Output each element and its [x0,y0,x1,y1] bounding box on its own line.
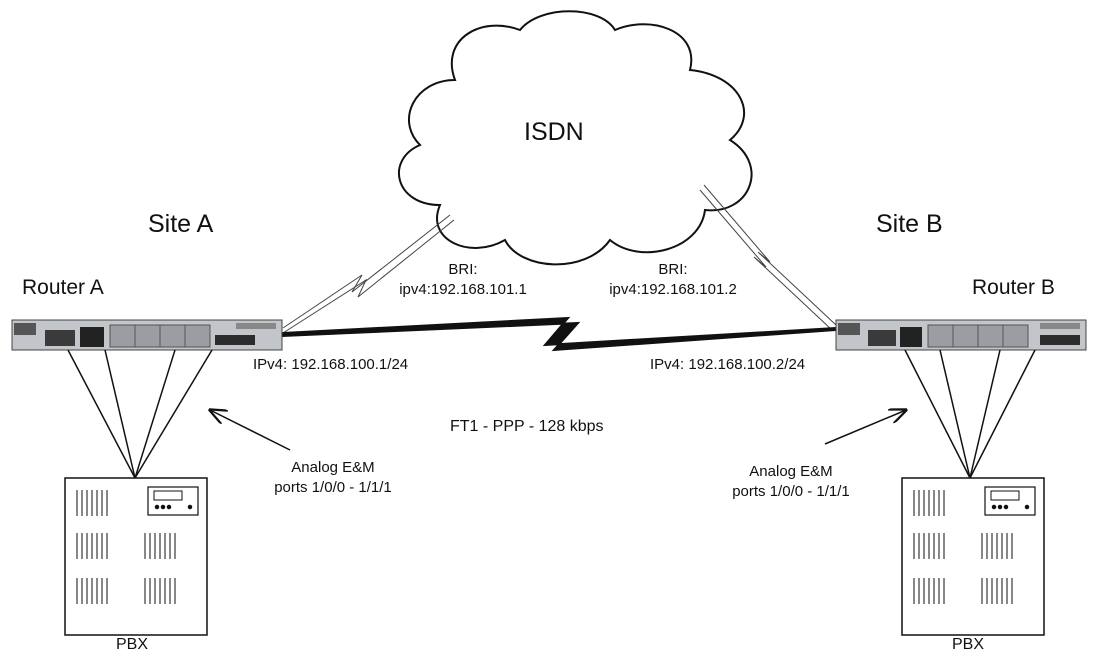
serial-ip-a: IPv4: 192.168.100.1/24 [253,356,409,373]
ports-b-block: Analog E&M ports 1/0/0 - 1/1/1 [716,462,866,502]
router-b [835,319,1087,351]
serial-ip-b: IPv4: 192.168.100.2/24 [650,356,806,373]
router-b-label: Router B [972,276,1055,299]
bri-b-ip: ipv4:192.168.101.2 [609,281,737,298]
pbx-b-connections [904,349,1036,479]
ports-a-line2: ports 1/0/0 - 1/1/1 [274,479,392,496]
pbx-b-label: PBX [952,636,985,653]
isdn-link-a [282,214,455,334]
router-a-label: Router A [22,276,104,299]
isdn-label: ISDN [524,118,584,146]
ports-a-block: Analog E&M ports 1/0/0 - 1/1/1 [258,458,408,498]
pbx-a-connections [67,349,213,479]
ports-b-line2: ports 1/0/0 - 1/1/1 [732,483,850,500]
ports-a-line1: Analog E&M [291,459,375,476]
site-a-title: Site A [148,210,214,238]
isdn-cloud [397,10,753,266]
ports-b-line1: Analog E&M [749,463,833,480]
pbx-b [901,477,1045,636]
wan-link-label: FT1 - PPP - 128 kbps [450,418,604,435]
bri-b-label: BRI: [658,261,688,278]
arrow-a [210,410,291,451]
arrow-b [824,410,906,445]
bri-b-block: BRI: ipv4:192.168.101.2 [598,260,748,300]
ft1-serial-link [282,316,838,352]
bri-a-ip: ipv4:192.168.101.1 [399,281,527,298]
bri-a-block: BRI: ipv4:192.168.101.1 [388,260,538,300]
pbx-vents [76,490,1013,604]
router-a [11,319,283,351]
site-b-title: Site B [876,210,943,238]
pbx-a-label: PBX [116,636,149,653]
bri-a-label: BRI: [448,261,478,278]
pbx-a [64,477,208,636]
isdn-link-b [699,184,837,331]
